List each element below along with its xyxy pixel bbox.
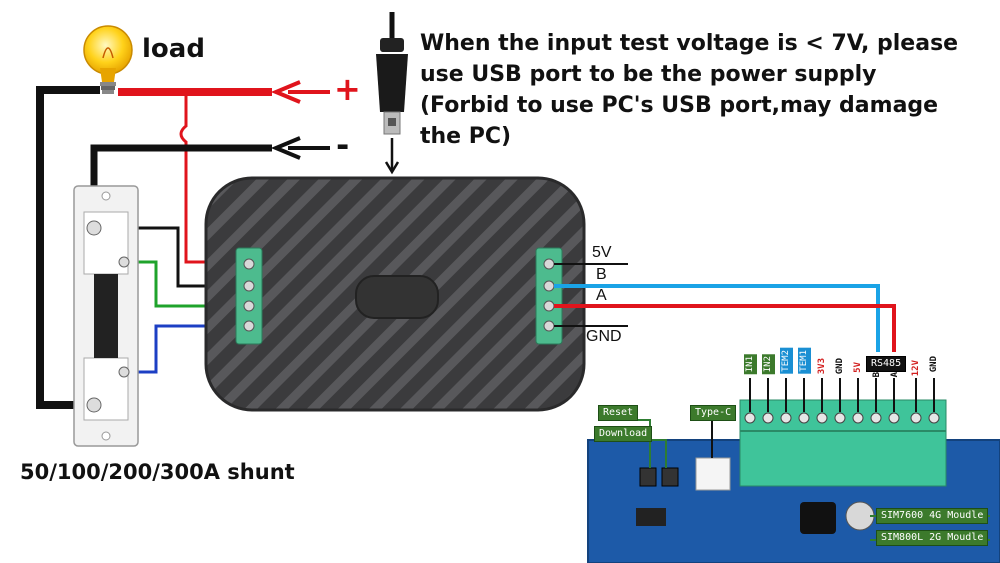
terminal-label: 3V3	[817, 358, 827, 375]
minus-sign: -	[336, 126, 350, 164]
output-wires	[554, 263, 896, 352]
download-tag: Download	[594, 426, 653, 442]
terminal-label: IN2	[762, 354, 775, 375]
note-line: (Forbid to use PC's USB port,may damage	[420, 93, 939, 118]
sim800l-tag: SIM800L 2G Moudle	[876, 530, 989, 546]
pin-label-a: A	[596, 287, 607, 304]
rs485-b-wire	[554, 284, 880, 352]
controller-board	[587, 378, 1000, 563]
pin-label-b: B	[596, 266, 607, 283]
type-c-tag: Type-C	[690, 405, 737, 421]
sim7600-tag: SIM7600 4G Moudle	[876, 508, 989, 524]
terminal-label: TEM1	[798, 348, 811, 374]
terminal-label: GND	[929, 356, 939, 373]
shunt-label: 50/100/200/300A shunt	[20, 460, 295, 484]
reset-tag: Reset	[598, 405, 639, 421]
rs485-tag: RS485	[866, 356, 907, 372]
usb-plug-icon	[376, 12, 408, 135]
arrow-left-icon	[270, 136, 330, 160]
light-bulb-icon	[83, 25, 133, 94]
arrow-down-icon	[384, 138, 400, 175]
terminal-label: IN1	[744, 354, 757, 375]
plus-sign: +	[334, 70, 361, 108]
note-line: When the input test voltage is < 7V, ple…	[420, 31, 959, 56]
shunt-sense-blue	[124, 324, 246, 374]
pin-label-5v: 5V	[592, 244, 612, 261]
terminal-label: 5V	[853, 362, 863, 373]
load-label: load	[142, 34, 205, 64]
shunt-sense-green	[124, 260, 246, 308]
note-line: the PC)	[420, 124, 512, 149]
terminal-label: A	[890, 372, 900, 378]
note-line: use USB port to be the power supply	[420, 62, 877, 87]
load-return-wire	[36, 86, 100, 409]
rs485-a-wire	[554, 304, 896, 352]
terminal-label: 12V	[911, 360, 921, 377]
pin-label-gnd: GND	[586, 328, 622, 345]
terminal-label: TEM2	[780, 348, 793, 374]
terminal-label: B	[872, 372, 882, 378]
power-supply-note: When the input test voltage is < 7V, ple…	[420, 28, 980, 152]
arrow-left-icon	[270, 80, 330, 104]
positive-sense-wire	[179, 92, 246, 264]
shunt	[73, 185, 139, 447]
terminal-label: GND	[835, 358, 845, 375]
power-meter-module	[204, 176, 586, 412]
